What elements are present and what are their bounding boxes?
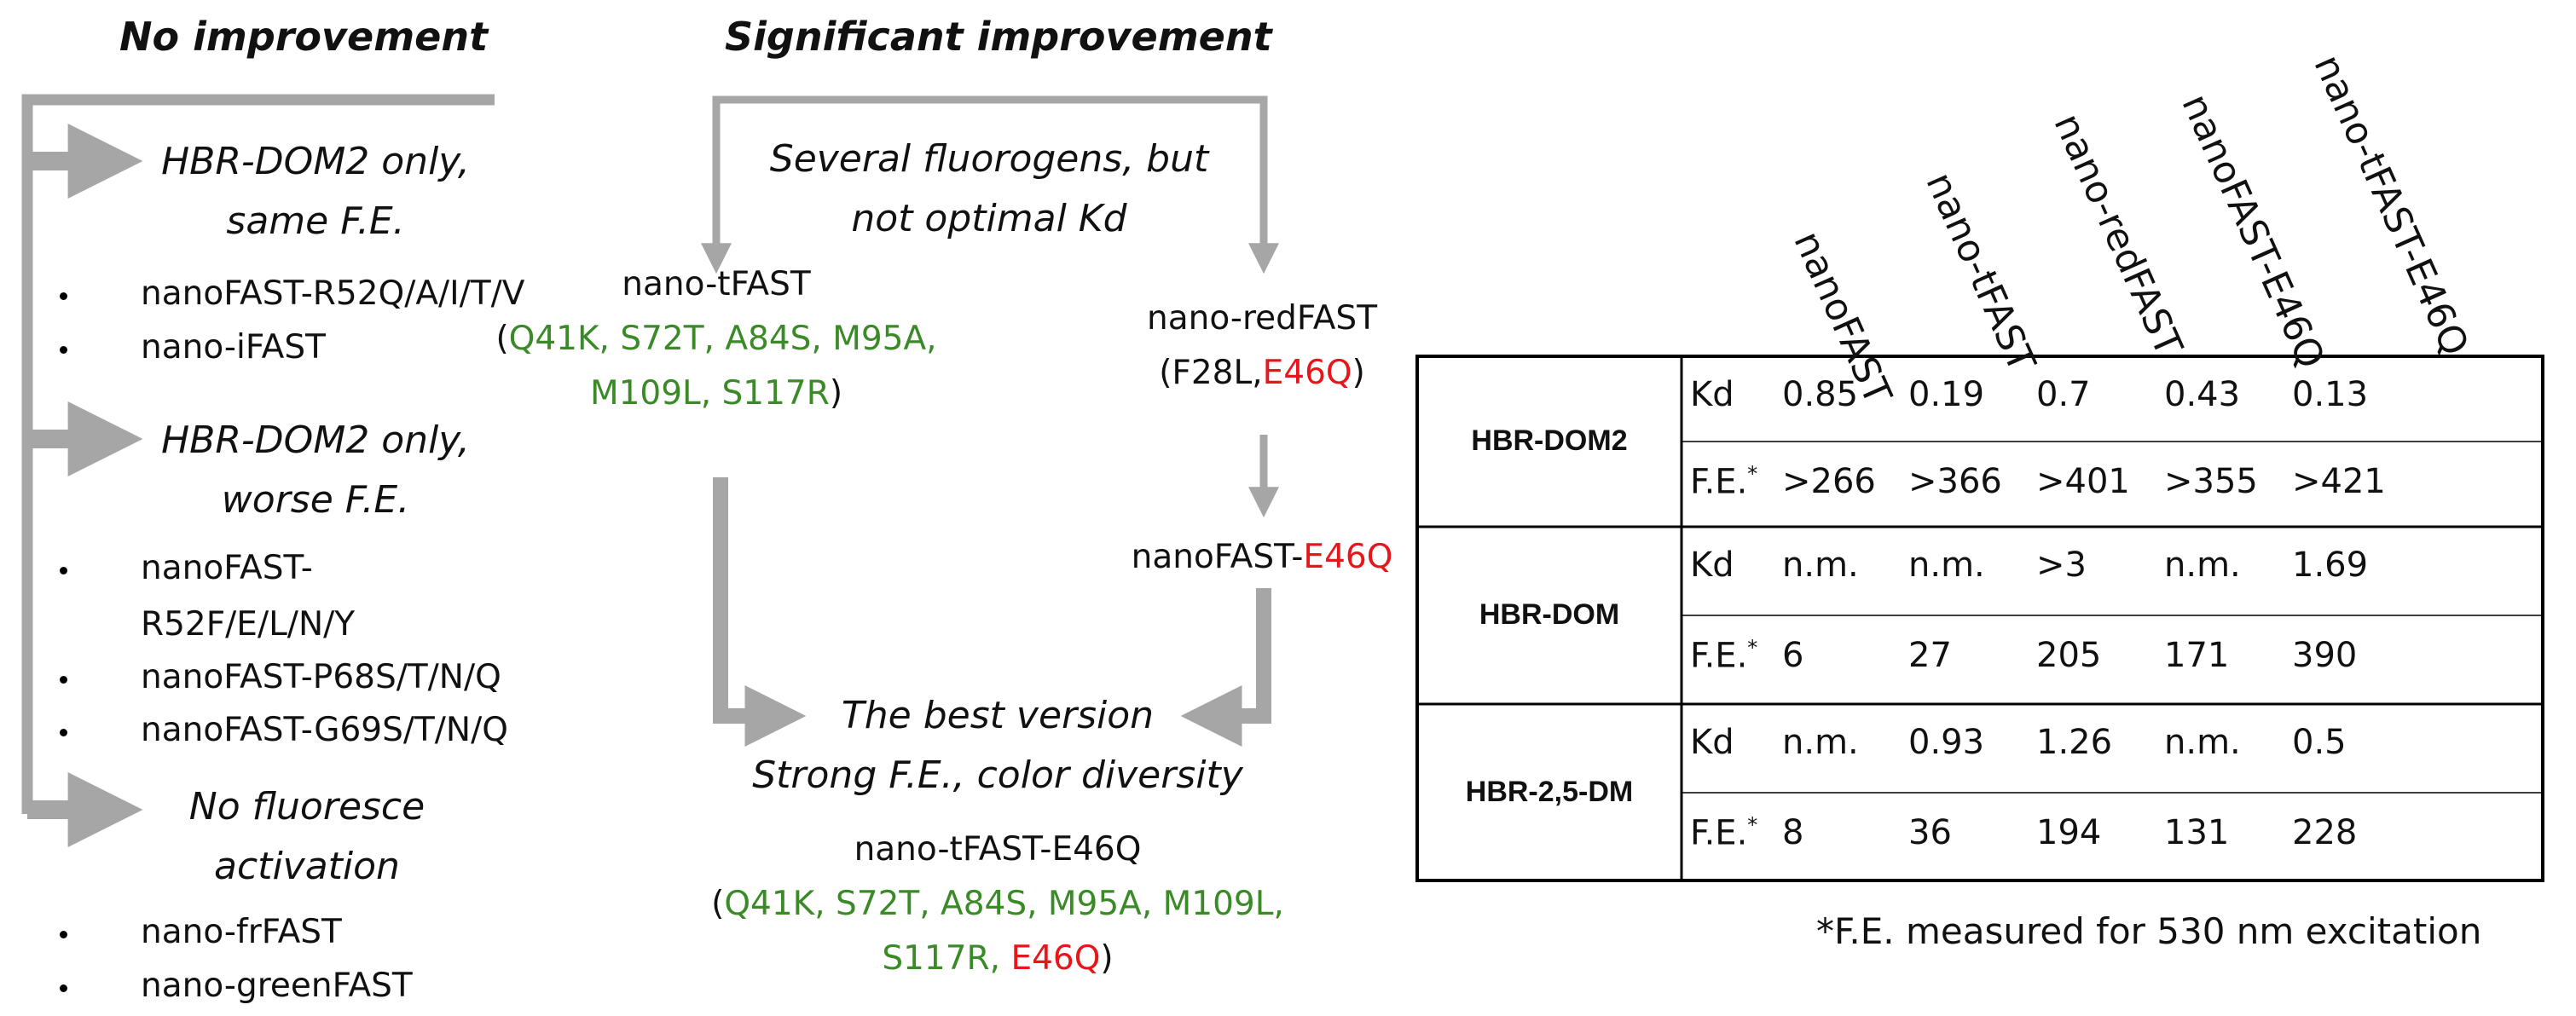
list-item: nano-frFAST xyxy=(141,913,342,951)
table-cell: 0.5 xyxy=(2292,723,2347,762)
list-item: nanoFAST-P68S/T/N/Q xyxy=(141,658,501,696)
table-cell: 0.7 xyxy=(2036,375,2091,414)
table-cell: n.m. xyxy=(1908,546,1985,585)
nano-tfast-e46q-block: nano-tFAST-E46Q (Q41K, S72T, A84S, M95A,… xyxy=(665,823,1330,986)
table-cell: >266 xyxy=(1782,462,1876,501)
table-border xyxy=(1415,355,2544,882)
left-title: No improvement xyxy=(119,14,489,60)
e46q-to-best-line xyxy=(1236,588,1271,724)
list-item: nanoFAST-G69S/T/N/Q xyxy=(141,711,508,749)
middle-bracket-line xyxy=(712,95,1268,240)
group1-heading: HBR-DOM2 only,same F.E. xyxy=(161,140,470,243)
left-bracket-line xyxy=(21,94,495,814)
table-cell: n.m. xyxy=(1782,546,1859,585)
table-cell: n.m. xyxy=(1782,723,1859,762)
table-cell: 6 xyxy=(1782,636,1804,675)
table-cell: 194 xyxy=(2036,812,2102,852)
list-item: nano-iFAST xyxy=(141,328,326,367)
fe-label: F.E.* xyxy=(1690,636,1758,676)
list-item: R52F/E/L/N/Y xyxy=(141,605,356,644)
table-cell: 0.19 xyxy=(1908,375,1985,414)
table-cell: n.m. xyxy=(2164,723,2241,762)
tfast-mutations: Q41K, S72T, A84S, M95A, xyxy=(508,320,937,358)
list-item: nanoFAST- xyxy=(141,549,313,587)
row-name: HBR-DOM xyxy=(1479,598,1620,631)
tfast-to-best-line xyxy=(713,477,750,724)
table-cell: 390 xyxy=(2292,636,2358,675)
row-name: HBR-DOM2 xyxy=(1471,424,1628,457)
nano-tfast-block: nano-tFAST (Q41K, S72T, A84S, M95A, M109… xyxy=(460,257,972,421)
fe-label: F.E.* xyxy=(1690,812,1758,852)
kd-label: Kd xyxy=(1690,723,1734,762)
kd-label: Kd xyxy=(1690,546,1734,585)
table-cell: 0.93 xyxy=(1908,723,1985,762)
nano-tfast-e46q-name: nano-tFAST-E46Q xyxy=(854,830,1142,869)
table-cell: >366 xyxy=(1908,462,2002,501)
nano-tfast-name: nano-tFAST xyxy=(622,265,811,303)
fe-label: F.E.* xyxy=(1690,462,1758,502)
table-cell: 228 xyxy=(2292,812,2358,852)
table-cell: >421 xyxy=(2292,462,2386,501)
table-cell: 131 xyxy=(2164,812,2230,852)
nano-redfast-name: nano-redFAST xyxy=(1146,299,1378,338)
table-cell: 205 xyxy=(2036,636,2102,675)
table-cell: >401 xyxy=(2036,462,2130,501)
table-cell: >3 xyxy=(2036,546,2087,585)
table-cell: >355 xyxy=(2164,462,2258,501)
table-cell: 171 xyxy=(2164,636,2230,675)
table-cell: 27 xyxy=(1908,636,1952,675)
kd-label: Kd xyxy=(1690,375,1734,414)
table-cell: 1.26 xyxy=(2036,723,2113,762)
table-cell: n.m. xyxy=(2164,546,2241,585)
group2-heading: HBR-DOM2 only,worse F.E. xyxy=(161,419,470,522)
table-cell: 0.85 xyxy=(1782,375,1859,414)
nanofast-e46q-label: nanoFAST-E46Q xyxy=(1131,538,1393,576)
table-cell: 0.43 xyxy=(2164,375,2241,414)
footnote: *F.E. measured for 530 nm excitation xyxy=(1816,910,2482,952)
table-cell: 0.13 xyxy=(2292,375,2369,414)
middle-title: Significant improvement xyxy=(725,14,1272,60)
table-cell: 1.69 xyxy=(2292,546,2369,585)
row-name: HBR-2,5-DM xyxy=(1465,775,1634,808)
table-cell: 8 xyxy=(1782,812,1804,852)
list-item: nanoFAST-R52Q/A/I/T/V xyxy=(141,274,525,313)
list-item: nano-greenFAST xyxy=(141,967,413,1005)
nano-redfast-block: nano-redFAST (F28L,E46Q) xyxy=(1083,292,1441,401)
table-cell: 36 xyxy=(1908,812,1952,852)
